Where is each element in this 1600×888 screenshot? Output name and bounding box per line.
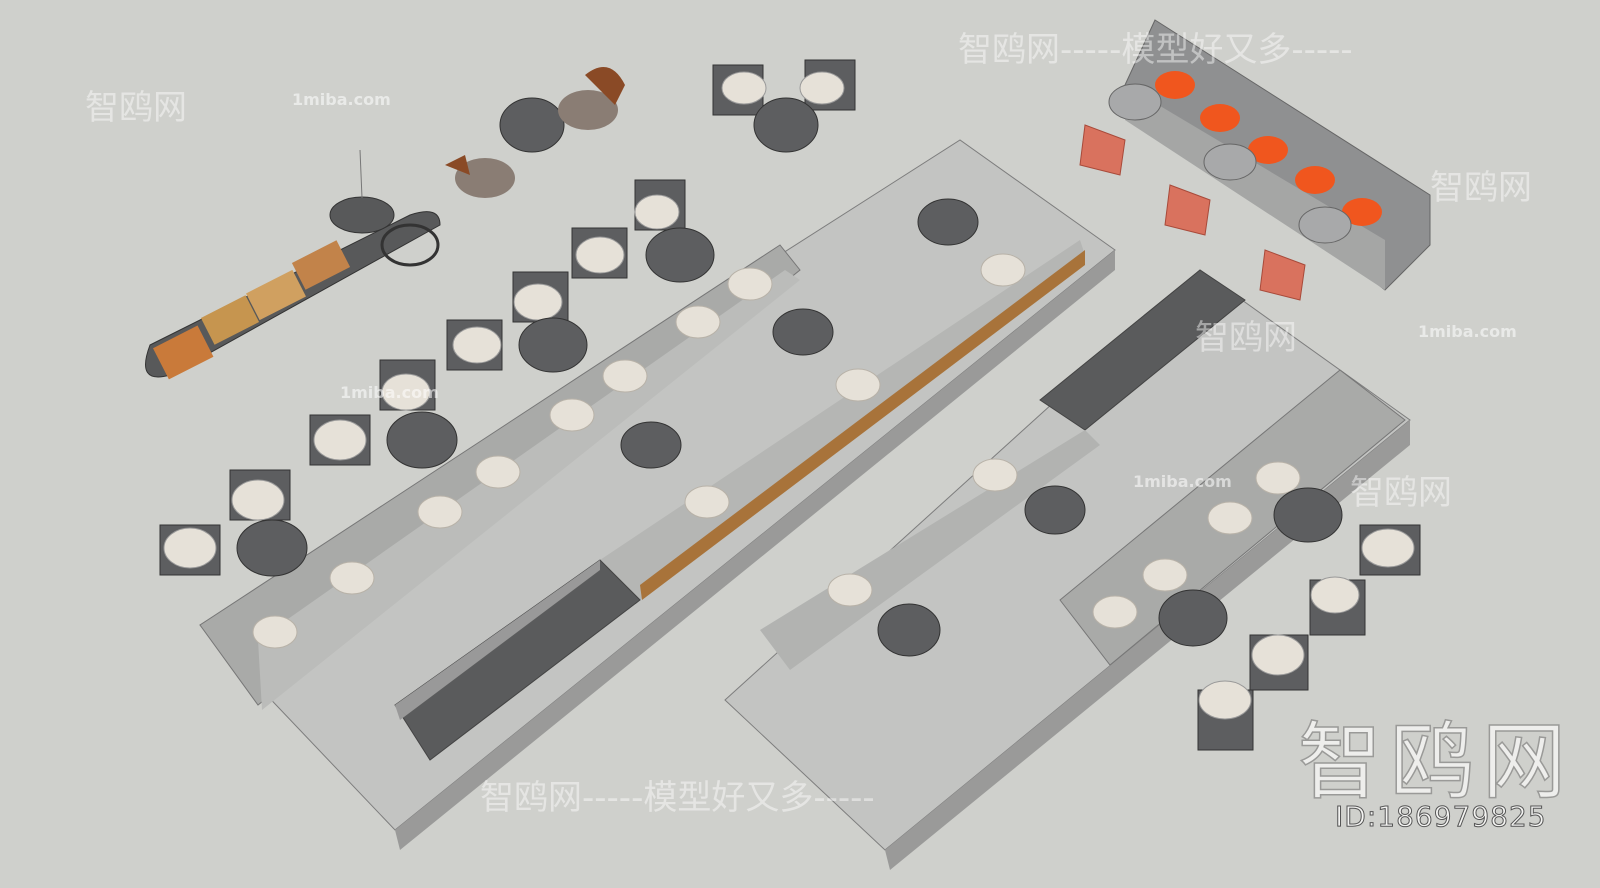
watermark-brand: 智鸥网 (1430, 168, 1532, 208)
bread-counter (145, 149, 441, 380)
model-id-label: ID:186979825 (1335, 800, 1547, 834)
cushions (252, 253, 1301, 649)
bread-tray (246, 269, 306, 321)
side-table (1203, 143, 1257, 181)
watermark-site: 1miba.com (340, 383, 439, 402)
red-chair (1079, 124, 1126, 176)
orange-seat (1295, 166, 1335, 194)
orange-seat (1155, 71, 1195, 99)
wooden-chairs (445, 67, 625, 198)
watermark-site: 1miba.com (1133, 472, 1232, 491)
orange-seat (1248, 136, 1288, 164)
red-chair (1259, 249, 1306, 301)
red-chair (1164, 184, 1211, 236)
vase-branch (359, 149, 363, 199)
watermark-site: 1miba.com (292, 90, 391, 109)
lounge-chairs (159, 59, 1421, 751)
bread-tray (200, 295, 260, 345)
side-table (1108, 83, 1162, 121)
bread-tray (153, 325, 214, 380)
watermark-brand: 智鸥网 (85, 88, 187, 128)
wall-bench (1108, 19, 1431, 291)
side-table (1298, 206, 1352, 244)
round-tables (236, 97, 1343, 657)
watermark-logo: 智鸥网 (1297, 712, 1575, 812)
watermark-brand: 智鸥网 (1350, 473, 1452, 513)
watermark-site: 1miba.com (1418, 322, 1517, 341)
bread-tray (291, 240, 351, 290)
orange-seat (1200, 104, 1240, 132)
watermark-banner-top: 智鸥网-----模型好又多----- (958, 30, 1353, 70)
red-chairs (1079, 124, 1306, 301)
orange-seat (1342, 198, 1382, 226)
watermark-banner-bottom: 智鸥网-----模型好又多----- (480, 778, 875, 818)
right-bench-platform (724, 269, 1411, 870)
watermark-brand: 智鸥网 (1195, 318, 1297, 358)
